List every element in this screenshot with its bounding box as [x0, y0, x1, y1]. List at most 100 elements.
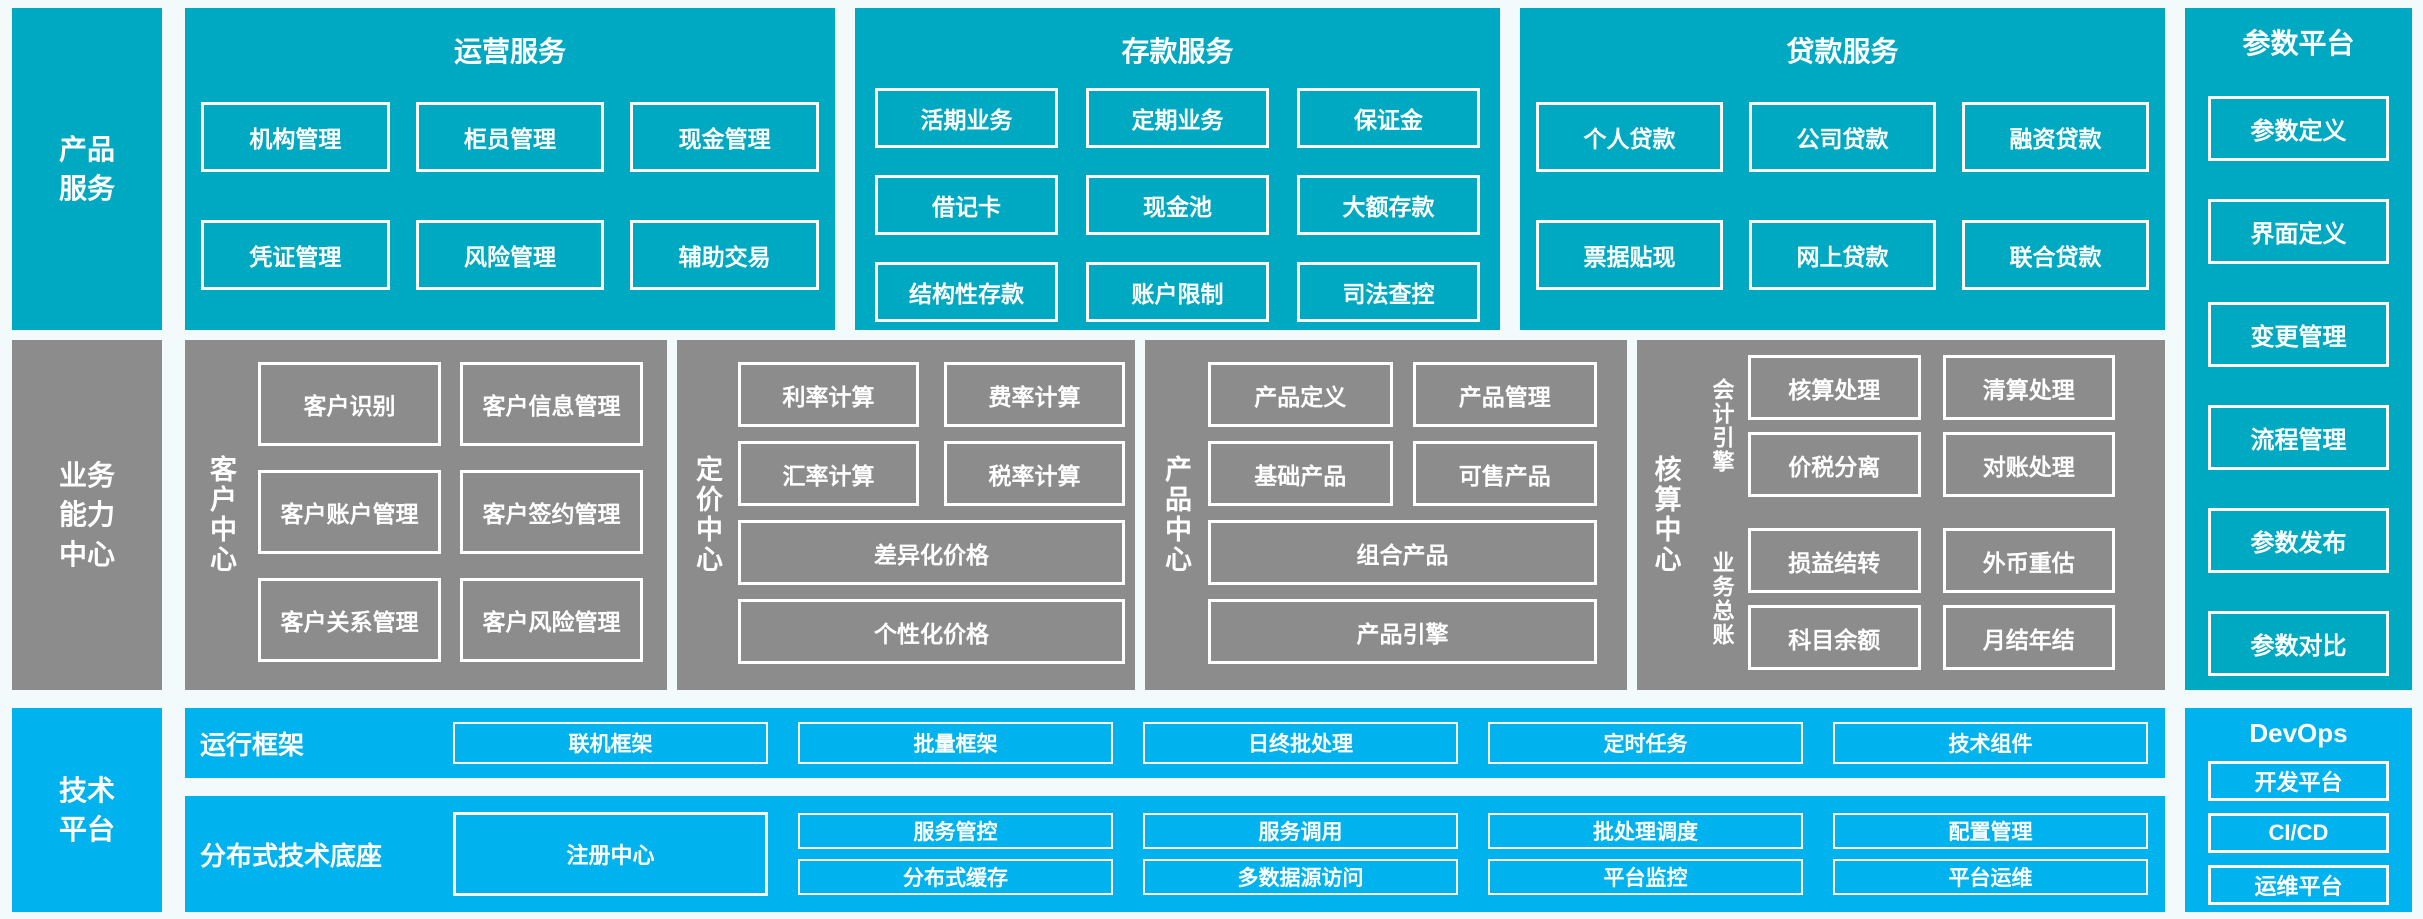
diagram-box: 现金管理 — [630, 102, 819, 172]
business-ledger-items: 损益结转外币重估科目余额月结年结 — [1748, 528, 2115, 670]
panel-title-loan: 贷款服务 — [1786, 36, 1899, 67]
diagram-box: 账户限制 — [1086, 262, 1269, 322]
diagram-box: 产品引擎 — [1208, 599, 1597, 664]
diagram-box: 公司贷款 — [1749, 102, 1936, 172]
operations-items: 机构管理柜员管理现金管理凭证管理风险管理辅助交易 — [201, 102, 819, 290]
customer-center-items: 客户识别客户信息管理客户账户管理客户签约管理客户关系管理客户风险管理 — [258, 362, 643, 690]
diagram-box: 日终批处理 — [1143, 722, 1458, 764]
diagram-box: 客户账户管理 — [258, 470, 441, 554]
diagram-box: 大额存款 — [1297, 175, 1480, 235]
row-label-business-capability-center: 业务 能力 中心 — [12, 340, 162, 690]
panel-pricing-center: 定价中心 利率计算费率计算汇率计算税率计算差异化价格个性化价格 — [677, 340, 1135, 690]
diagram-box: 凭证管理 — [201, 220, 390, 290]
product-center-label: 产品中心 — [1161, 455, 1191, 575]
diagram-box: 参数定义 — [2208, 96, 2389, 161]
diagram-box: 借记卡 — [875, 175, 1058, 235]
diagram-box: 批量框架 — [798, 722, 1113, 764]
diagram-box: 司法查控 — [1297, 262, 1480, 322]
panel-title-operations: 运营服务 — [453, 36, 566, 67]
panel-loan-services: 贷款服务 个人贷款公司贷款融资贷款票据贴现网上贷款联合贷款 — [1520, 8, 2165, 330]
diagram-box: 开发平台 — [2208, 761, 2389, 801]
diagram-box: 机构管理 — [201, 102, 390, 172]
row-label-technology-platform: 技术 平台 — [12, 708, 162, 912]
runtime-framework-items: 联机框架批量框架日终批处理定时任务技术组件 — [453, 722, 2148, 764]
diagram-box: 外币重估 — [1942, 528, 2115, 593]
diagram-box: 费率计算 — [944, 362, 1125, 427]
diagram-box: 柜员管理 — [415, 102, 605, 172]
panel-deposit-services: 存款服务 活期业务定期业务保证金借记卡现金池大额存款结构性存款账户限制司法查控 — [855, 8, 1500, 330]
diagram-box: 界面定义 — [2208, 199, 2389, 264]
customer-center-label: 客户中心 — [206, 455, 236, 575]
runtime-framework-label: 运行框架 — [200, 729, 305, 760]
diagram-box: 保证金 — [1297, 88, 1480, 148]
accounting-engine-items: 核算处理清算处理价税分离对账处理 — [1748, 355, 2115, 497]
accounting-center-label: 核算中心 — [1650, 455, 1681, 575]
diagram-box: 基础产品 — [1208, 441, 1393, 506]
diagram-box: 客户风险管理 — [460, 578, 643, 662]
deposit-items: 活期业务定期业务保证金借记卡现金池大额存款结构性存款账户限制司法查控 — [875, 88, 1480, 322]
diagram-box: 客户签约管理 — [460, 470, 643, 554]
panel-product-center: 产品中心 产品定义产品管理基础产品可售产品组合产品产品引擎 — [1145, 340, 1627, 690]
accounting-group-engine: 会计引擎 核算处理清算处理价税分离对账处理 — [1695, 355, 2115, 497]
band-runtime-framework: 运行框架 联机框架批量框架日终批处理定时任务技术组件 — [185, 708, 2165, 778]
accounting-groups: 会计引擎 核算处理清算处理价税分离对账处理 业务总账 损益结转外币重估科目余额月… — [1695, 355, 2115, 690]
panel-accounting-center: 核算中心 会计引擎 核算处理清算处理价税分离对账处理 业务总账 损益结转外币重估… — [1637, 340, 2165, 690]
parameter-platform-items: 参数定义界面定义变更管理流程管理参数发布参数对比 — [2208, 96, 2389, 676]
panel-title-parameter-platform: 参数平台 — [2242, 28, 2355, 59]
band-distributed-tech-base: 分布式技术底座 注册中心 服务管控服务调用批处理调度配置管理分布式缓存多数据源访… — [185, 796, 2165, 912]
distributed-tech-base-items: 服务管控服务调用批处理调度配置管理分布式缓存多数据源访问平台监控平台运维 — [798, 813, 2148, 895]
diagram-box: 清算处理 — [1942, 355, 2115, 420]
panel-title-devops: DevOps — [2249, 718, 2348, 748]
diagram-box: 个性化价格 — [738, 599, 1125, 664]
product-center-items: 产品定义产品管理基础产品可售产品组合产品产品引擎 — [1208, 362, 1597, 690]
panel-customer-center: 客户中心 客户识别客户信息管理客户账户管理客户签约管理客户关系管理客户风险管理 — [185, 340, 667, 690]
diagram-box: 服务管控 — [798, 813, 1113, 849]
panel-parameter-platform: 参数平台 参数定义界面定义变更管理流程管理参数发布参数对比 — [2185, 8, 2412, 690]
diagram-box: 组合产品 — [1208, 520, 1597, 585]
accounting-engine-label: 会计引擎 — [1709, 378, 1735, 474]
diagram-box: 辅助交易 — [630, 220, 819, 290]
business-ledger-label: 业务总账 — [1709, 551, 1735, 647]
diagram-box: 平台运维 — [1833, 859, 2148, 895]
diagram-box: 联合贷款 — [1962, 220, 2149, 290]
diagram-box: 价税分离 — [1748, 432, 1921, 497]
diagram-box: 票据贴现 — [1536, 220, 1723, 290]
diagram-box: 联机框架 — [453, 722, 768, 764]
diagram-box: 客户识别 — [258, 362, 441, 446]
diagram-box: 利率计算 — [738, 362, 919, 427]
diagram-box: 分布式缓存 — [798, 859, 1113, 895]
diagram-box: 个人贷款 — [1536, 102, 1723, 172]
diagram-box: 参数发布 — [2208, 508, 2389, 573]
diagram-box: 月结年结 — [1942, 605, 2115, 670]
diagram-box: 流程管理 — [2208, 405, 2389, 470]
box-registry-center: 注册中心 — [453, 812, 768, 896]
diagram-box: 配置管理 — [1833, 813, 2148, 849]
diagram-box: 汇率计算 — [738, 441, 919, 506]
row-label-product-services: 产品 服务 — [12, 8, 162, 330]
diagram-box: 客户信息管理 — [460, 362, 643, 446]
pricing-center-items: 利率计算费率计算汇率计算税率计算差异化价格个性化价格 — [738, 362, 1125, 690]
diagram-box: 活期业务 — [875, 88, 1058, 148]
diagram-box: 参数对比 — [2208, 611, 2389, 676]
diagram-box: 产品管理 — [1412, 362, 1597, 427]
diagram-box: 核算处理 — [1748, 355, 1921, 420]
diagram-box: 可售产品 — [1412, 441, 1597, 506]
diagram-box: 服务调用 — [1143, 813, 1458, 849]
diagram-box: 结构性存款 — [875, 262, 1058, 322]
diagram-box: 客户关系管理 — [258, 578, 441, 662]
diagram-box: 风险管理 — [415, 220, 605, 290]
diagram-box: 税率计算 — [944, 441, 1125, 506]
diagram-box: 网上贷款 — [1749, 220, 1936, 290]
pricing-center-label: 定价中心 — [692, 455, 722, 575]
diagram-box: 差异化价格 — [738, 520, 1125, 585]
distributed-tech-base-label: 分布式技术底座 — [200, 840, 383, 871]
panel-operations-services: 运营服务 机构管理柜员管理现金管理凭证管理风险管理辅助交易 — [185, 8, 835, 330]
diagram-box: 多数据源访问 — [1143, 859, 1458, 895]
diagram-box: 科目余额 — [1748, 605, 1921, 670]
diagram-box: 技术组件 — [1833, 722, 2148, 764]
panel-title-deposit: 存款服务 — [1121, 36, 1234, 67]
diagram-box: 对账处理 — [1942, 432, 2115, 497]
